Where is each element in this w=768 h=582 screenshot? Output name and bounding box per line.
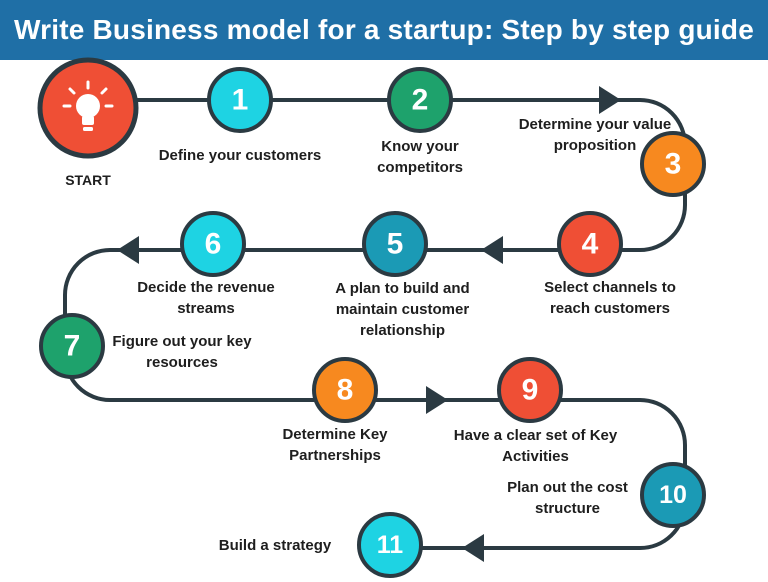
step-circle [39, 313, 105, 379]
step-node-5: 5 [362, 211, 428, 277]
step-number: 5 [387, 228, 404, 261]
title-bar: Write Business model for a startup: Step… [0, 0, 768, 60]
step-node-1: 1 [207, 67, 273, 133]
step-label-10: Plan out the cost structure [507, 479, 628, 517]
step-number: 7 [64, 330, 81, 363]
step-label-4: Select channels to reach customers [544, 279, 676, 317]
step-number: 4 [582, 228, 599, 261]
arrow-left-icon [117, 236, 139, 264]
step-circle [387, 67, 453, 133]
arrow-right-icon [426, 386, 448, 414]
step-node-4: 4 [557, 211, 623, 277]
page-title: Write Business model for a startup: Step… [14, 14, 754, 45]
arrow-left-icon [481, 236, 503, 264]
step-label-11: Build a strategy [218, 537, 332, 554]
step-node-9: 9 [497, 357, 563, 423]
step-number: 3 [665, 148, 682, 181]
step-circle [362, 211, 428, 277]
step-label-6: Decide the revenue streams [137, 279, 275, 317]
step-circle [640, 131, 706, 197]
step-number: 9 [522, 374, 539, 407]
step-number: 6 [205, 228, 222, 261]
start-label: START [65, 172, 111, 188]
step-label-1: Define your customers [158, 147, 322, 164]
step-circle [357, 512, 423, 578]
step-number: 8 [337, 374, 354, 407]
step-circle [312, 357, 378, 423]
lightbulb-icon [62, 80, 114, 131]
start-node [37, 57, 139, 159]
step-node-8: 8 [312, 357, 378, 423]
step-label-5: A plan to build and maintain customer re… [335, 280, 470, 339]
arrow-right-icon [599, 86, 621, 114]
step-label-7: Figure out your key resources [112, 333, 252, 371]
arrow-left-icon [462, 534, 484, 562]
step-label-8: Determine Key Partnerships [282, 426, 388, 464]
step-label-2: Know your competitors [377, 138, 463, 176]
step-circle [640, 462, 706, 528]
step-number: 2 [412, 84, 429, 117]
step-node-11: 11 [357, 512, 423, 578]
step-number: 1 [232, 84, 249, 117]
step-circle [180, 211, 246, 277]
step-node-7: 7 [39, 313, 105, 379]
step-circle [497, 357, 563, 423]
step-label-9: Have a clear set of Key Activities [453, 427, 618, 465]
step-node-10: 10 [640, 462, 706, 528]
step-circle [557, 211, 623, 277]
step-node-3: 3 [640, 131, 706, 197]
step-number: 11 [377, 531, 404, 559]
step-circle [207, 67, 273, 133]
step-nodes: 1 2 3 4 5 6 7 8 9 10 11 [39, 67, 706, 578]
step-node-6: 6 [180, 211, 246, 277]
step-label-3: Determine your value proposition [518, 116, 672, 154]
step-node-2: 2 [387, 67, 453, 133]
step-number: 10 [659, 481, 687, 509]
